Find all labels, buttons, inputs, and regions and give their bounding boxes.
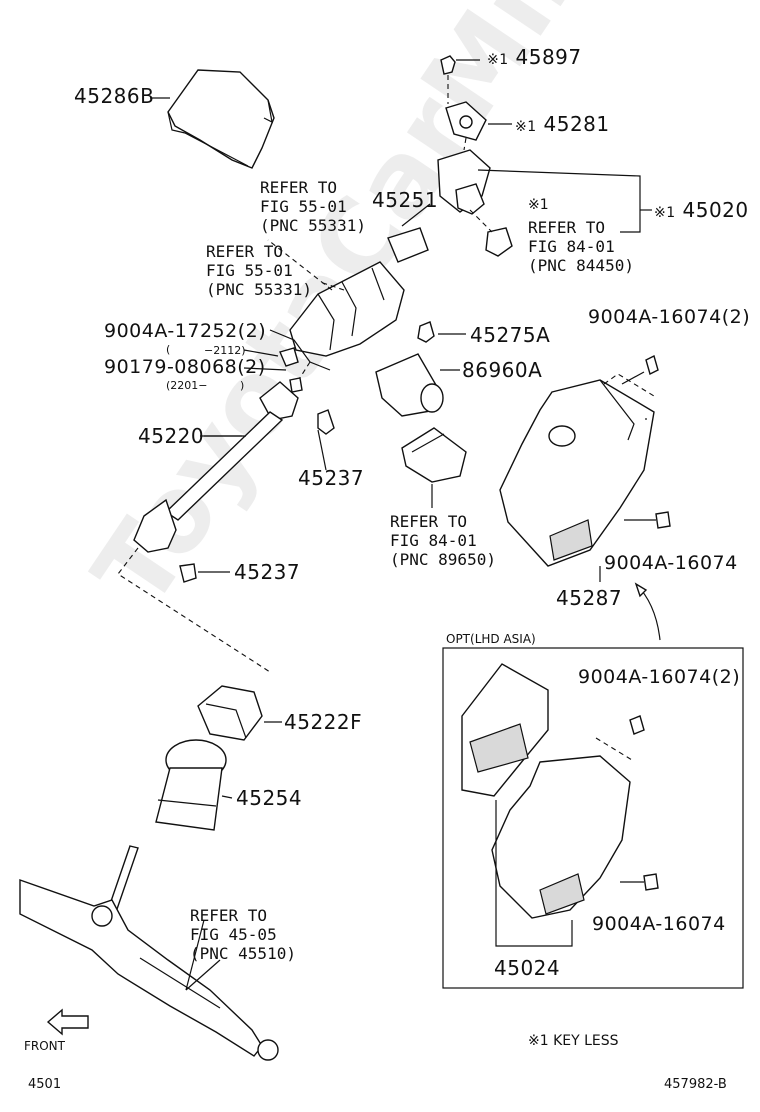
part-label-9004A-17252: 9004A-17252(2) [104, 320, 267, 342]
keyless-legend: ※1 KEY LESS [528, 1033, 619, 1049]
bolt-45275A-part [417, 321, 466, 343]
ignition-lock-parts [437, 55, 652, 257]
part-label-45286B: 45286B [74, 84, 155, 108]
part-label-45024: 45024 [494, 956, 561, 980]
column-hole-cover-part [197, 685, 282, 741]
ecu-module-part [401, 427, 467, 508]
reference-note-fig-84-01-89650: REFER TO FIG 84-01 (PNC 89650) [390, 512, 496, 569]
applicability-note-2201: (2201− [166, 379, 208, 392]
part-label-45237-lower: 45237 [234, 560, 301, 584]
part-label-86960A: 86960A [462, 358, 543, 382]
part-label-45251: 45251 [372, 188, 439, 212]
part-label-45220: 45220 [138, 424, 205, 448]
part-label-9004A-16074-option: 9004A-16074 [592, 913, 726, 935]
applicability-note-2112: −2112) [204, 344, 246, 357]
part-label-9004A-16074-2-upper: 9004A-16074(2) [588, 306, 751, 328]
lower-column-cover-part [499, 354, 671, 567]
reference-note-fig-55-01-upper: REFER TO FIG 55-01 (PNC 55331) [260, 178, 366, 235]
option-box-frame [442, 647, 744, 989]
applicability-paren-open: ( [166, 343, 171, 356]
part-label-45222F: 45222F [284, 710, 363, 734]
part-label-9004A-16074-right: 9004A-16074 [604, 552, 738, 574]
column-hole-boot-part [155, 739, 233, 831]
front-arrow-icon [46, 1008, 89, 1036]
power-steering-motor-part [375, 353, 460, 417]
reference-note-fig-45-05: REFER TO FIG 45-05 (PNC 45510) [190, 906, 296, 963]
part-label-45275A: 45275A [470, 323, 551, 347]
steering-rack-part [19, 845, 279, 1061]
drawing-number: 457982-B [664, 1077, 727, 1092]
part-label-45287: 45287 [556, 586, 623, 610]
arrow-head-icon [634, 582, 648, 598]
small-bolts-nuts [179, 347, 335, 583]
reference-note-fig-55-01-lower: REFER TO FIG 55-01 (PNC 55331) [206, 242, 312, 299]
part-label-45254: 45254 [236, 786, 303, 810]
figure-number: 4501 [28, 1077, 62, 1092]
part-label-45020: ※1 45020 [654, 198, 749, 222]
part-label-45897: ※1 45897 [487, 45, 582, 69]
part-label-90179-08068: 90179-08068(2) [104, 356, 266, 378]
intermediate-shaft-part [117, 361, 311, 673]
reference-note-fig-84-01-84450: REFER TO FIG 84-01 (PNC 84450) [528, 218, 634, 275]
option-cover-parts [461, 663, 659, 947]
part-label-45281: ※1 45281 [515, 112, 610, 136]
leader-lines [150, 97, 647, 991]
steering-column-part [267, 203, 431, 371]
part-label-45237-upper: 45237 [298, 466, 365, 490]
applicability-paren-close: ) [240, 379, 245, 392]
part-label-9004A-16074-2-option: 9004A-16074(2) [578, 666, 741, 688]
upper-column-cover-part [167, 69, 275, 169]
keyless-marker: ※1 [528, 197, 549, 213]
front-label: FRONT [24, 1039, 65, 1053]
option-box-title: OPT(LHD ASIA) [446, 632, 536, 646]
